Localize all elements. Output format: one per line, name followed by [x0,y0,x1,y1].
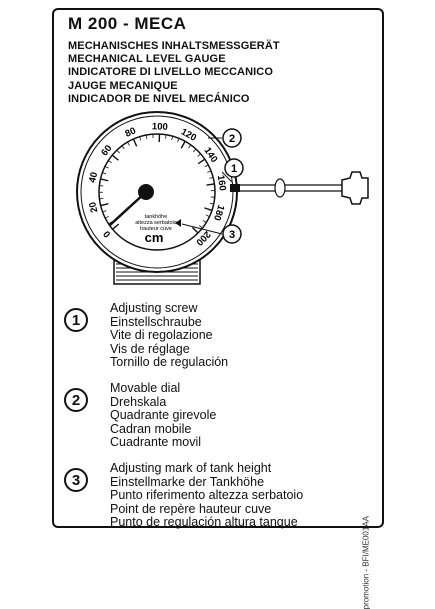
unit-label: cm [145,230,164,245]
legend-3-line-es: Punto de regulación altura tanque [110,516,303,530]
legend-1-line-en: Adjusting screw [110,302,228,316]
subtitle-en: MECHANICAL LEVEL GAUGE [68,53,280,66]
footer-code: promotion - BFI/ME001AA [361,516,370,609]
legend: 1 Adjusting screw Einstellschraube Vite … [64,302,364,542]
legend-3-line-fr: Point de repère hauteur cuve [110,503,303,517]
needle-hub [138,184,154,200]
callout-2-label: 2 [229,133,235,145]
legend-1-line-fr: Vis de réglage [110,343,228,357]
subtitle-de: MECHANISCHES INHALTSMESSGERÄT [68,40,280,53]
legend-1-line-de: Einstellschraube [110,316,228,330]
legend-3-line-de: Einstellmarke der Tankhöhe [110,476,303,490]
product-title: M 200 - MECA [68,14,186,34]
probe-knob [342,172,368,204]
subtitle-it: INDICATORE DI LIVELLO MECCANICO [68,66,280,79]
probe-ring [275,179,285,197]
legend-number-1: 1 [64,308,88,332]
legend-2-line-es: Cuadrante movil [110,436,216,450]
instruction-card: M 200 - MECA MECHANISCHES INHALTSMESSGER… [52,8,384,528]
legend-item-2: 2 Movable dial Drehskala Quadrante girev… [64,382,364,452]
adjusting-screw [230,184,240,192]
callout-3-label: 3 [229,229,235,241]
legend-1-line-es: Tornillo de regulación [110,356,228,370]
legend-3-line-it: Punto riferimento altezza serbatoio [110,489,303,503]
legend-number-3: 3 [64,468,88,492]
dial-scale-label: 160 [215,174,228,191]
dial-scale-label: 100 [152,121,168,133]
legend-2-line-fr: Cadran mobile [110,423,216,437]
legend-2-line-de: Drehskala [110,396,216,410]
legend-item-1: 1 Adjusting screw Einstellschraube Vite … [64,302,364,372]
subtitle-fr: JAUGE MECANIQUE [68,80,280,93]
legend-1-line-it: Vite di regolazione [110,329,228,343]
legend-item-3: 3 Adjusting mark of tank height Einstell… [64,462,364,532]
legend-number-2: 2 [64,388,88,412]
subtitle-es: INDICADOR DE NIVEL MECÁNICO [68,93,280,106]
legend-2-line-it: Quadrante girevole [110,409,216,423]
legend-2-line-en: Movable dial [110,382,216,396]
callout-1-label: 1 [231,163,237,175]
legend-3-line-en: Adjusting mark of tank height [110,462,303,476]
product-subtitles: MECHANISCHES INHALTSMESSGERÄT MECHANICAL… [68,40,280,106]
